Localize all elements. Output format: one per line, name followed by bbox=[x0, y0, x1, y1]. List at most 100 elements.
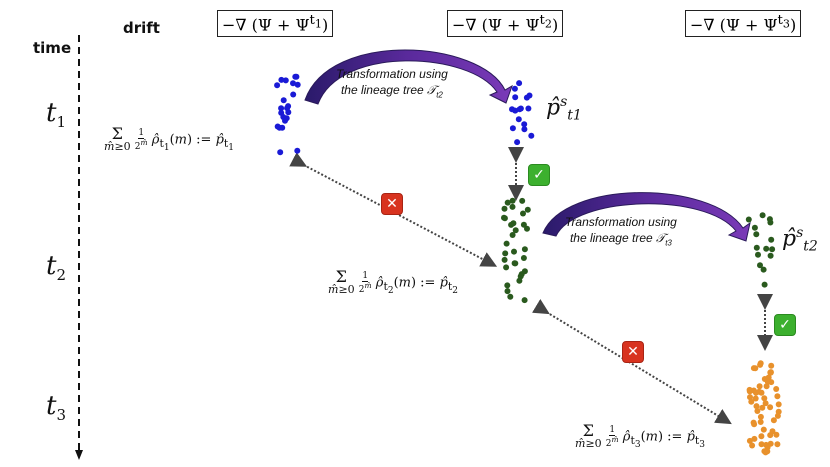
cloud-t2-point bbox=[512, 260, 519, 267]
time-step-t2: t2 bbox=[46, 251, 66, 285]
drift-box-t3: −∇ (Ψ + Ψt3) bbox=[685, 10, 802, 38]
time-label: time bbox=[33, 39, 72, 57]
cloud-t3-point bbox=[758, 433, 765, 440]
cloud-t2-transformed-point bbox=[759, 212, 766, 219]
cloud-t2-point bbox=[519, 197, 526, 204]
cloud-t1-point bbox=[285, 103, 292, 110]
cloud-t2-point bbox=[509, 232, 516, 238]
cloud-t3-point bbox=[747, 394, 753, 401]
cloud-t1-transformed-point bbox=[512, 94, 519, 101]
cloud-t1-transformed-point bbox=[521, 121, 528, 128]
cloud-t2-point bbox=[520, 210, 526, 217]
transform-arrow-1 bbox=[304, 49, 513, 105]
check-icon: ✓ bbox=[774, 314, 796, 336]
cloud-t2-transformed-point bbox=[755, 251, 761, 258]
cloud-t3-point bbox=[746, 437, 753, 444]
cross-icon: ✕ bbox=[381, 193, 403, 215]
drift-label: drift bbox=[123, 19, 160, 37]
cloud-t1-point bbox=[280, 97, 287, 104]
cloud-t2-point bbox=[520, 221, 527, 228]
cloud-t3-point bbox=[774, 393, 781, 400]
cloud-t3-point bbox=[770, 417, 777, 424]
cloud-t2-point bbox=[509, 197, 516, 204]
cloud-t3-point bbox=[758, 441, 765, 448]
cloud-t3-point bbox=[756, 388, 763, 395]
cloud-t3-point bbox=[750, 387, 757, 394]
cloud-t1-point bbox=[290, 80, 296, 87]
cloud-t3-point bbox=[752, 365, 759, 372]
cloud-t1-transformed-point bbox=[528, 132, 535, 139]
cloud-t1-transformed-point bbox=[511, 85, 518, 92]
cloud-t1-point bbox=[294, 147, 301, 154]
cloud-t1-point bbox=[278, 105, 285, 112]
cloud-t3-point bbox=[773, 431, 780, 438]
transform-text-1: Transformation using the lineage tree 𝒯t… bbox=[336, 67, 448, 100]
cloud-t3-point bbox=[748, 398, 755, 405]
cloud-t2-point bbox=[501, 214, 507, 221]
cloud-t1-point bbox=[277, 149, 284, 156]
cloud-t2-point bbox=[512, 227, 519, 234]
cloud-t2-point bbox=[520, 255, 527, 261]
drift-box-t2: −∇ (Ψ + Ψt2) bbox=[447, 10, 564, 38]
transformed-label-t1: p̂st1 bbox=[546, 94, 582, 124]
cloud-t1-transformed-point bbox=[525, 105, 532, 112]
cloud-t3-point bbox=[760, 426, 767, 433]
cloud-t2-point bbox=[511, 248, 517, 255]
cloud-t3-point bbox=[767, 369, 774, 376]
drift-box-t1: −∇ (Ψ + Ψt1) bbox=[217, 10, 334, 38]
cross-icon: ✕ bbox=[622, 341, 644, 363]
cloud-t2-transformed-point bbox=[751, 224, 758, 231]
cloud-t1-point bbox=[274, 82, 281, 89]
cloud-t2-point bbox=[503, 240, 510, 247]
cloud-t1-transformed-point bbox=[514, 139, 521, 146]
cloud-t3-point bbox=[767, 432, 774, 439]
transformed-label-t2: p̂st2 bbox=[782, 225, 818, 255]
cloud-t2-point bbox=[507, 293, 514, 300]
time-step-t3: t3 bbox=[46, 391, 66, 425]
cloud-t3-point bbox=[775, 401, 782, 408]
cloud-t1-transformed-point bbox=[509, 125, 516, 132]
cloud-t2-transformed-point bbox=[767, 219, 774, 226]
cloud-t2-transformed-point bbox=[769, 246, 776, 253]
cloud-t3-point bbox=[762, 400, 769, 407]
cloud-t2-transformed-point bbox=[767, 252, 774, 259]
cloud-t2-transformed-point bbox=[757, 262, 763, 269]
cloud-t3-point bbox=[753, 403, 760, 410]
cloud-t3-point bbox=[751, 435, 758, 442]
cloud-t2-transformed-point bbox=[763, 245, 770, 252]
cloud-t1-point bbox=[278, 76, 285, 83]
cloud-t3-point bbox=[774, 412, 781, 419]
cloud-t3-point bbox=[751, 421, 758, 428]
cloud-t3-point bbox=[754, 408, 761, 414]
cloud-t2-point bbox=[501, 205, 508, 212]
cloud-t3-point bbox=[774, 441, 781, 448]
cloud-t3-point bbox=[759, 404, 766, 411]
cloud-t2-point bbox=[524, 206, 531, 213]
time-axis-arrowhead bbox=[75, 450, 83, 460]
cloud-t2-point bbox=[509, 203, 516, 210]
cloud-t3-point bbox=[757, 360, 764, 367]
cloud-t2-point bbox=[521, 246, 528, 253]
cloud-t3-point bbox=[757, 413, 764, 420]
cloud-t2-transformed-point bbox=[761, 281, 768, 288]
dotted-arrow-t2-t3 bbox=[532, 299, 732, 425]
cloud-t3-point bbox=[752, 395, 759, 402]
cloud-t3-point bbox=[761, 395, 768, 402]
transform-text-2: Transformation using the lineage tree 𝒯t… bbox=[565, 215, 677, 248]
cloud-t1-transformed-point bbox=[516, 80, 523, 87]
cloud-t1-transformed-point bbox=[515, 116, 522, 123]
cloud-t3-point bbox=[773, 386, 780, 392]
cloud-t2-transformed-point bbox=[753, 231, 760, 238]
cloud-t1-transformed-point bbox=[509, 106, 515, 113]
cloud-t3-point bbox=[767, 404, 774, 411]
cloud-t2-point bbox=[521, 297, 528, 304]
cloud-t2-point bbox=[504, 282, 511, 289]
cloud-t2-point bbox=[504, 199, 511, 206]
cloud-t1-point bbox=[282, 77, 289, 84]
cloud-t1-point bbox=[279, 124, 286, 131]
